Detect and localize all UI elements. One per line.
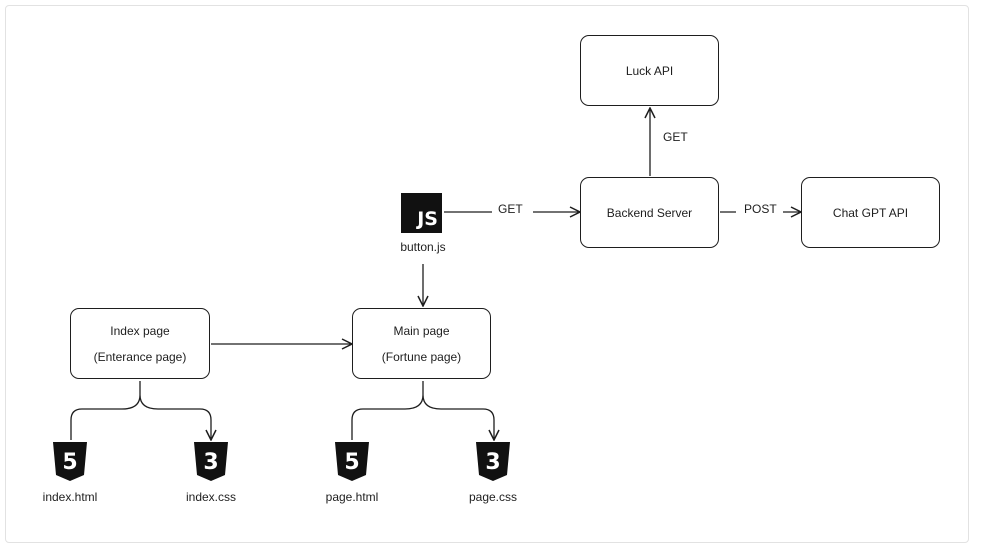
- shield-glyph: 5: [62, 450, 77, 475]
- page-css-label: page.css: [468, 490, 518, 504]
- button-js-label: button.js: [400, 240, 446, 254]
- edge-label-get-backend: GET: [498, 202, 523, 216]
- edge-index-files: [70, 381, 211, 440]
- index-page-subtitle: (Enterance page): [93, 349, 187, 364]
- shield-glyph: 3: [485, 450, 500, 475]
- chat-gpt-api-node: Chat GPT API: [801, 177, 940, 248]
- diagram-frame: [5, 5, 969, 543]
- backend-server-node: Backend Server: [580, 177, 719, 248]
- css3-icon: 3: [476, 442, 510, 481]
- index-page-node: Index page (Enterance page): [70, 308, 210, 379]
- edge-page-files: [351, 381, 494, 440]
- chat-gpt-api-label: Chat GPT API: [832, 205, 909, 220]
- index-page-title: Index page: [110, 323, 170, 338]
- main-page-title: Main page: [393, 323, 450, 338]
- index-html-label: index.html: [42, 490, 98, 504]
- shield-glyph: 5: [344, 450, 359, 475]
- main-page-subtitle: (Fortune page): [381, 349, 462, 364]
- css3-icon: 3: [194, 442, 228, 481]
- shield-glyph: 3: [203, 450, 218, 475]
- main-page-node: Main page (Fortune page): [352, 308, 491, 379]
- luck-api-label: Luck API: [625, 63, 674, 78]
- page-html-label: page.html: [325, 490, 379, 504]
- edge-label-post-chatgpt: POST: [744, 202, 777, 216]
- edge-label-get-luck: GET: [663, 130, 688, 144]
- html5-icon: 5: [335, 442, 369, 481]
- javascript-icon: JS: [401, 193, 442, 233]
- luck-api-node: Luck API: [580, 35, 719, 106]
- html5-icon: 5: [53, 442, 87, 481]
- index-css-label: index.css: [185, 490, 237, 504]
- backend-server-label: Backend Server: [606, 205, 693, 220]
